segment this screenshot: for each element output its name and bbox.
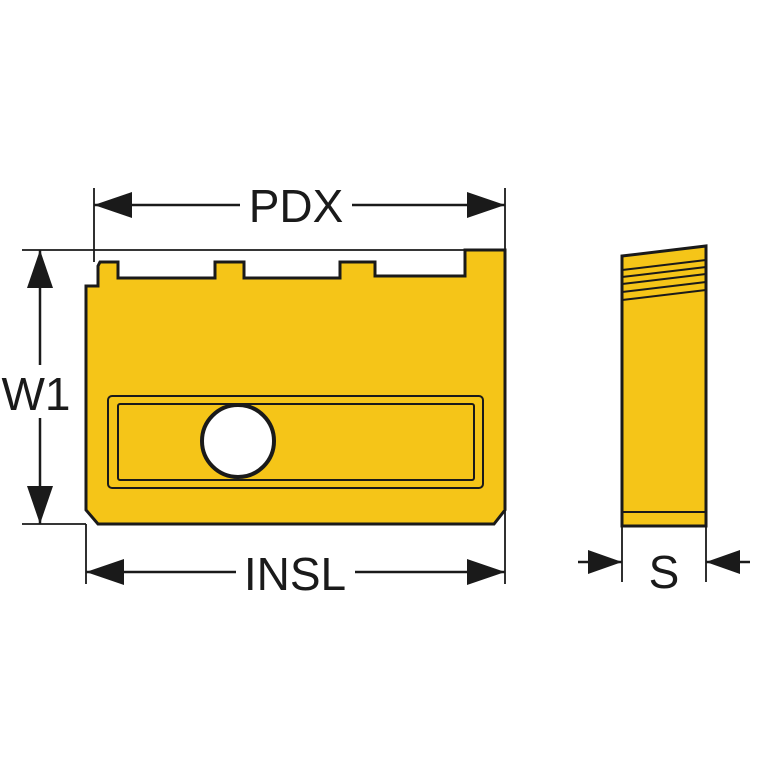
- arrow-right: [467, 559, 505, 585]
- arrow-right: [588, 550, 622, 574]
- pdx-label: PDX: [249, 180, 344, 232]
- pdx-dimension: PDX: [93, 180, 506, 262]
- insl-label: INSL: [244, 548, 346, 600]
- insl-dimension: INSL: [85, 510, 506, 600]
- s-label: S: [649, 546, 680, 598]
- side-edge-line: [621, 289, 707, 301]
- screw-hole: [200, 403, 276, 479]
- w1-label: W1: [2, 368, 71, 420]
- side-edge-line: [621, 259, 707, 271]
- insert-front-view: [84, 248, 507, 526]
- arrow-up: [27, 250, 53, 288]
- arrow-left: [86, 559, 124, 585]
- arrow-left: [94, 192, 132, 218]
- insert-side-view: [620, 244, 708, 528]
- arrow-right: [467, 192, 505, 218]
- clamping-groove: [107, 395, 484, 489]
- side-edge-line: [621, 273, 707, 285]
- arrow-left: [706, 550, 740, 574]
- w1-dimension: W1: [2, 249, 470, 525]
- insert-body: [84, 248, 507, 526]
- clamping-groove-inner: [117, 403, 475, 481]
- side-edge-line: [621, 266, 707, 278]
- arrow-down: [27, 486, 53, 524]
- side-edge-line: [621, 281, 707, 293]
- s-dimension: S: [578, 526, 750, 598]
